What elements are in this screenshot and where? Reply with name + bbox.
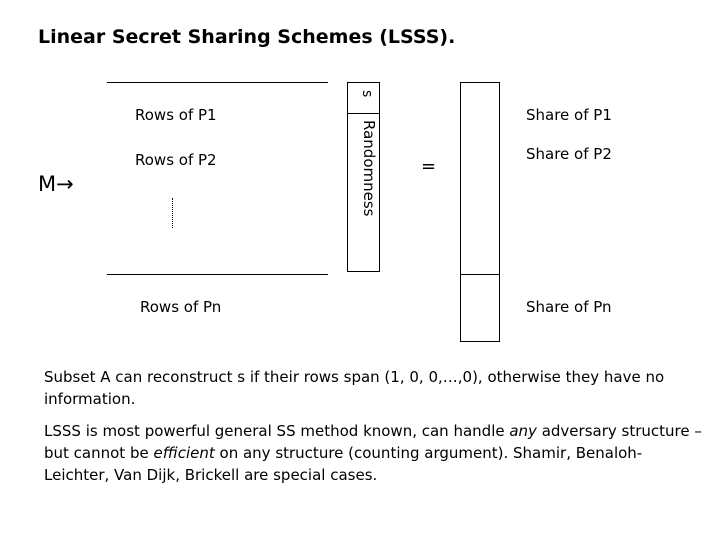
arrow-icon: → — [56, 172, 74, 196]
lsss-emphasis-any: any — [509, 422, 537, 440]
vector-secret: s — [359, 90, 375, 98]
share-vector-box — [460, 82, 500, 342]
vector-divider — [347, 113, 380, 114]
matrix-row-pn: Rows of Pn — [140, 298, 222, 316]
lsss-emphasis-efficient: efficient — [153, 444, 215, 462]
vector-randomness: Randomness — [360, 120, 378, 217]
matrix-m-symbol: M — [38, 172, 57, 196]
matrix-label: M→ — [38, 172, 74, 196]
matrix-row-p1: Rows of P1 — [135, 106, 217, 124]
share-p1: Share of P1 — [526, 106, 612, 124]
matrix-separator — [107, 274, 328, 275]
share-p2: Share of P2 — [526, 145, 612, 163]
share-pn: Share of Pn — [526, 298, 612, 316]
share-vector-divider — [460, 274, 500, 275]
lsss-text-1: LSSS is most powerful general SS method … — [44, 422, 510, 440]
lsss-text-3: on any structure (counting argument). Sh… — [44, 444, 643, 484]
reconstruction-paragraph: Subset A can reconstruct s if their rows… — [44, 368, 665, 408]
lsss-text-2: adversary structure – but cannot be — [44, 422, 702, 462]
equals-sign: = — [421, 156, 437, 177]
lsss-paragraph: LSSS is most powerful general SS method … — [44, 420, 704, 486]
page-title: Linear Secret Sharing Schemes (LSSS). — [38, 26, 456, 48]
matrix-row-p2: Rows of P2 — [135, 151, 217, 169]
matrix-ellipsis — [172, 198, 178, 228]
vector-box — [347, 82, 380, 272]
matrix-top-border — [107, 82, 328, 83]
